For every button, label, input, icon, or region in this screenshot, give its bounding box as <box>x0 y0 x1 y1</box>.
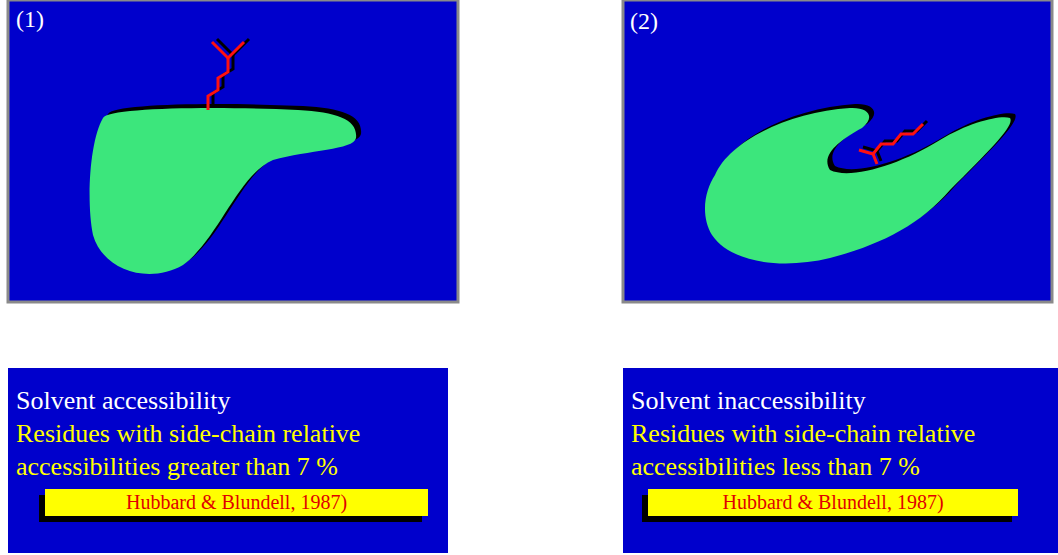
citation-label: Hubbard & Blundell, 1987) <box>648 489 1018 516</box>
citation-label: Hubbard & Blundell, 1987) <box>45 489 428 516</box>
side-chain <box>859 124 923 164</box>
citation-text: Hubbard & Blundell, 1987) <box>654 489 1012 516</box>
protein-body <box>90 108 357 274</box>
figure-panel: (2) <box>623 0 1052 302</box>
caption-body: Residues with side-chain relative access… <box>16 417 442 483</box>
citation-text: Hubbard & Blundell, 1987) <box>51 489 422 516</box>
caption-body: Residues with side-chain relative access… <box>631 417 1052 483</box>
caption-box: Solvent accessibilityResidues with side-… <box>8 368 448 553</box>
side-chain-shadow <box>213 39 249 107</box>
side-chain <box>208 42 244 110</box>
panel-number: (1) <box>16 4 458 34</box>
caption-box: Solvent inaccessibilityResidues with sid… <box>623 368 1058 553</box>
figure-panel: (1) <box>8 0 458 302</box>
caption-heading: Solvent inaccessibility <box>631 384 1052 417</box>
buried-residue-figure <box>623 0 1052 302</box>
caption-heading: Solvent accessibility <box>16 384 442 417</box>
protein-body <box>705 108 1011 263</box>
panel-ground <box>8 0 458 302</box>
panel-number: (2) <box>630 6 1052 36</box>
exposed-residue-figure <box>8 0 458 302</box>
panel-ground <box>623 0 1052 302</box>
